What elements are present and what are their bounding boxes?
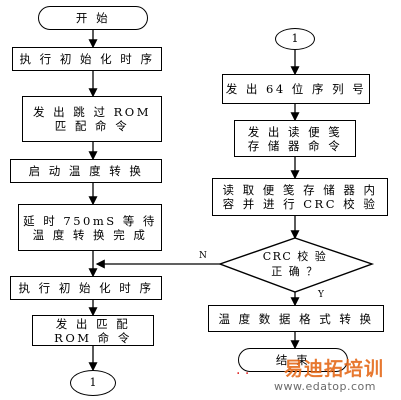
crc-decision-label: CRC 校 验 正 确 ？ [262, 250, 328, 278]
init-sequence-box-2: 执 行 初 始 化 时 序 [10, 276, 162, 300]
read-crc-box: 读 取 便 笺 存 储 器 内 容 并 进 行 CRC 校 验 [212, 178, 388, 216]
match-rom-box: 发 出 匹 配 ROM 命 令 [32, 315, 154, 346]
delay-box: 延 时 750mS 等 待 温 度 转 换 完 成 [18, 204, 162, 251]
watermark-chinese: 易迪拓培训 [284, 358, 385, 380]
branch-label-no: N [199, 251, 207, 261]
watermark-dots: · · [236, 366, 250, 382]
start-conversion-box: 启 动 温 度 转 换 [10, 159, 162, 183]
watermark-url: www.edatop.com [274, 380, 376, 393]
read-command-box: 发 出 读 便 笺 存 储 器 命 令 [234, 120, 356, 157]
init-sequence-box-1: 执 行 初 始 化 时 序 [12, 47, 162, 71]
end-terminal: 结 束 [238, 348, 348, 372]
start-terminal: 开 始 [38, 6, 148, 30]
convert-format-box: 温 度 数 据 格 式 转 换 [208, 305, 384, 332]
send-serial-box: 发 出 64 位 序 列 号 [222, 74, 370, 104]
skip-rom-box: 发 出 跳 过 ROM 匹 配 命 令 [22, 96, 162, 142]
crc-decision-diamond [217, 237, 375, 293]
off-page-connector-bottom: 1 [70, 370, 116, 396]
watermark: 易迪拓培训 www.edatop.com [268, 354, 400, 400]
branch-label-yes: Y [318, 290, 324, 300]
off-page-connector-top: 1 [275, 28, 315, 50]
